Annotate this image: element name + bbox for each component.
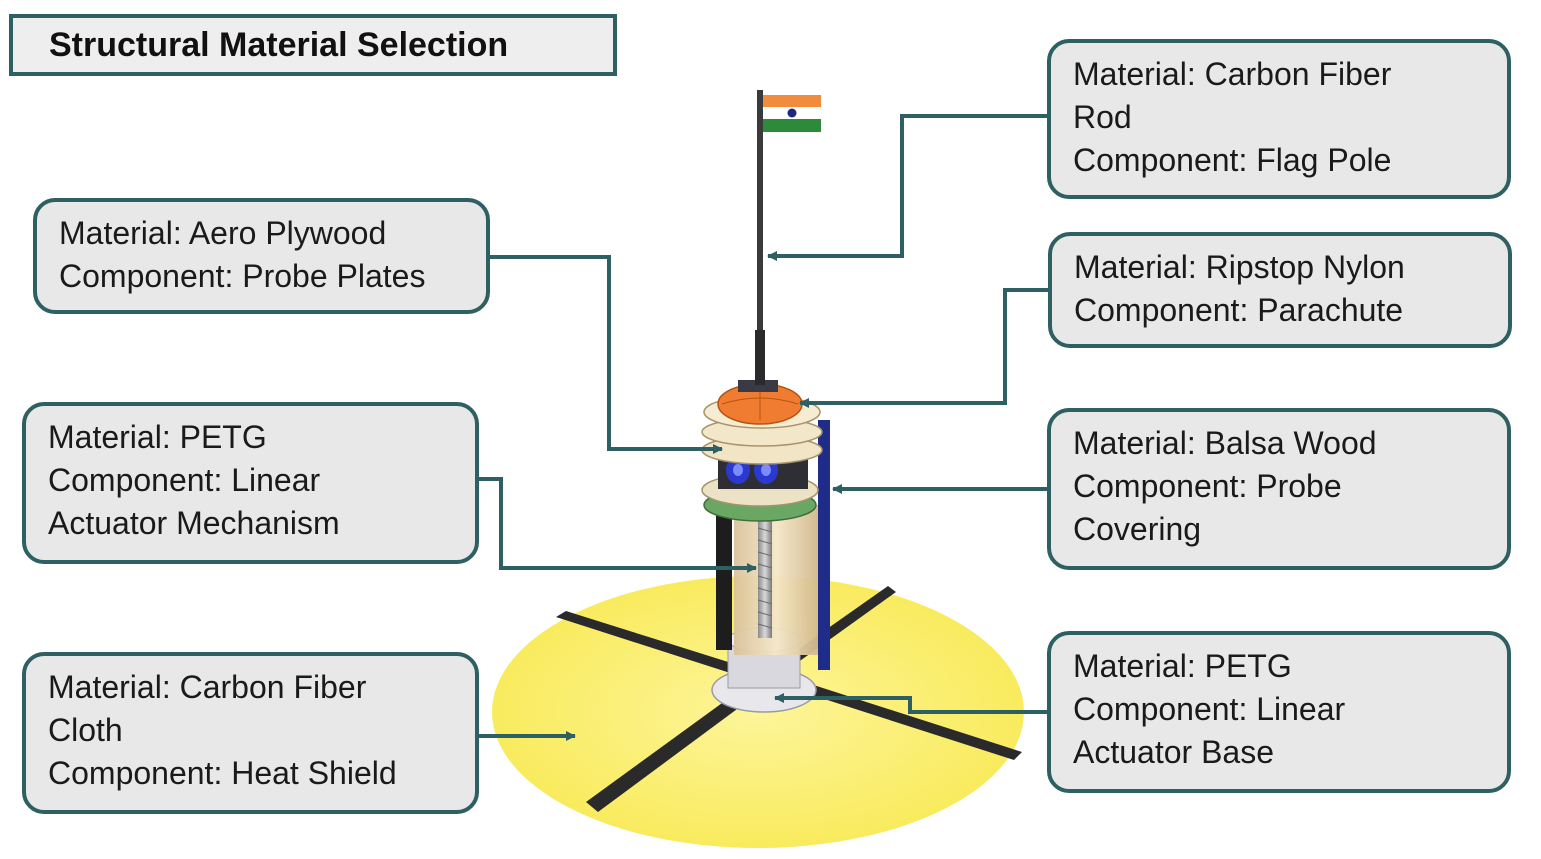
- label-heat-shield: Material: Carbon Fiber Cloth Component: …: [22, 652, 479, 814]
- component-text: Component: Heat Shield: [48, 755, 397, 791]
- component-text: Component: Parachute: [1074, 292, 1404, 328]
- material-text: Material: PETG: [48, 419, 267, 455]
- material-text-cont: Cloth: [48, 712, 123, 748]
- material-text: Material: PETG: [1073, 648, 1292, 684]
- label-flag-pole: Material: Carbon Fiber Rod Component: Fl…: [1047, 39, 1511, 199]
- indian-flag-icon: [763, 95, 821, 132]
- component-text: Component: Linear: [48, 462, 321, 498]
- component-text: Component: Flag Pole: [1073, 142, 1392, 178]
- connector-flag-pole: [767, 114, 1049, 261]
- component-text: Component: Probe Plates: [59, 258, 426, 294]
- label-linear-actuator-base: Material: PETG Component: Linear Actuato…: [1047, 631, 1511, 793]
- connector-actuator-mechanism: [477, 477, 757, 573]
- material-text: Material: Carbon Fiber: [48, 669, 367, 705]
- component-text-cont: Actuator Base: [1073, 734, 1274, 770]
- flag-pole: [757, 90, 763, 385]
- material-text: Material: Carbon Fiber: [1073, 56, 1392, 92]
- connector-parachute: [799, 288, 1051, 408]
- label-linear-actuator-mechanism: Material: PETG Component: Linear Actuato…: [22, 402, 479, 564]
- component-text: Component: Probe: [1073, 468, 1342, 504]
- component-text-cont: Actuator Mechanism: [48, 505, 340, 541]
- connector-actuator-base: [774, 693, 1049, 714]
- balsa-panel: [734, 505, 818, 655]
- right-rail: [818, 420, 830, 670]
- material-text: Material: Balsa Wood: [1073, 425, 1377, 461]
- material-text: Material: Aero Plywood: [59, 215, 387, 251]
- label-probe-plates: Material: Aero Plywood Component: Probe …: [33, 198, 490, 314]
- label-parachute: Material: Ripstop Nylon Component: Parac…: [1048, 232, 1512, 348]
- left-rail: [716, 500, 732, 650]
- title-box: Structural Material Selection: [9, 14, 617, 76]
- component-text-cont: Covering: [1073, 511, 1202, 547]
- component-text: Component: Linear: [1073, 691, 1346, 727]
- page-title: Structural Material Selection: [49, 25, 509, 64]
- label-probe-covering: Material: Balsa Wood Component: Probe Co…: [1047, 408, 1511, 570]
- lead-screw: [758, 520, 772, 638]
- material-text: Material: Ripstop Nylon: [1074, 249, 1405, 285]
- connector-probe-plates: [488, 255, 723, 454]
- material-text-cont: Rod: [1073, 99, 1132, 135]
